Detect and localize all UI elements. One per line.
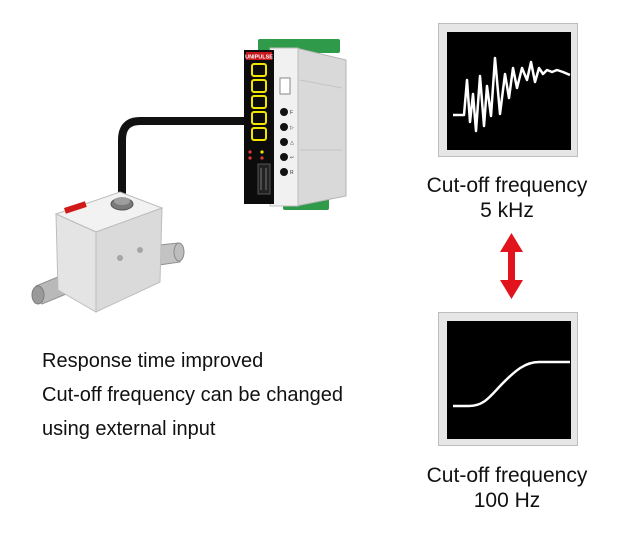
- svg-text:↵: ↵: [290, 155, 294, 161]
- svg-text:▷: ▷: [290, 125, 294, 131]
- controller-unit: UNIPULSE F ▷ △ ↵ R: [244, 39, 347, 210]
- waveform-100hz-trace: [453, 360, 570, 408]
- caption-5khz-line1: Cut-off frequency: [426, 174, 588, 197]
- seven-segment-display: [251, 63, 267, 141]
- svg-text:R: R: [290, 170, 294, 176]
- brand-logo: UNIPULSE: [245, 55, 273, 61]
- key-buttons: F ▷ △ ↵ R: [280, 108, 294, 176]
- waveform-5khz-trace: [453, 56, 571, 133]
- sensor-body: [31, 191, 185, 313]
- caption-100hz: Cut-off frequency 100 Hz: [397, 463, 617, 513]
- key-next: [280, 123, 288, 131]
- controller-side: [295, 47, 347, 207]
- caption-5khz-line2: 5 kHz: [480, 199, 534, 222]
- sensor-cable: [118, 117, 250, 206]
- controller-front: [269, 47, 299, 207]
- note-response-time: Response time improved: [42, 350, 264, 372]
- front-connector: [257, 163, 271, 195]
- double-arrow: [500, 233, 523, 299]
- key-enter: [280, 153, 288, 161]
- feature-notes: Response time improved Cut-off frequency…: [42, 344, 343, 446]
- waveform-100hz-panel: [438, 312, 578, 446]
- note-cutoff-changeable: Cut-off frequency can be changed: [42, 384, 343, 406]
- caption-100hz-line1: Cut-off frequency: [426, 464, 588, 487]
- waveform-5khz-panel: [438, 23, 578, 157]
- caption-100hz-line2: 100 Hz: [473, 489, 541, 512]
- key-up: [280, 138, 288, 146]
- svg-text:F: F: [290, 110, 293, 116]
- waveform-screen: [447, 321, 571, 439]
- key-r: [280, 168, 288, 176]
- key-f: [280, 108, 288, 116]
- caption-5khz: Cut-off frequency 5 kHz: [397, 173, 617, 223]
- sensor-side-face: [95, 207, 163, 313]
- svg-text:△: △: [290, 140, 294, 146]
- note-external-input: using external input: [42, 418, 216, 440]
